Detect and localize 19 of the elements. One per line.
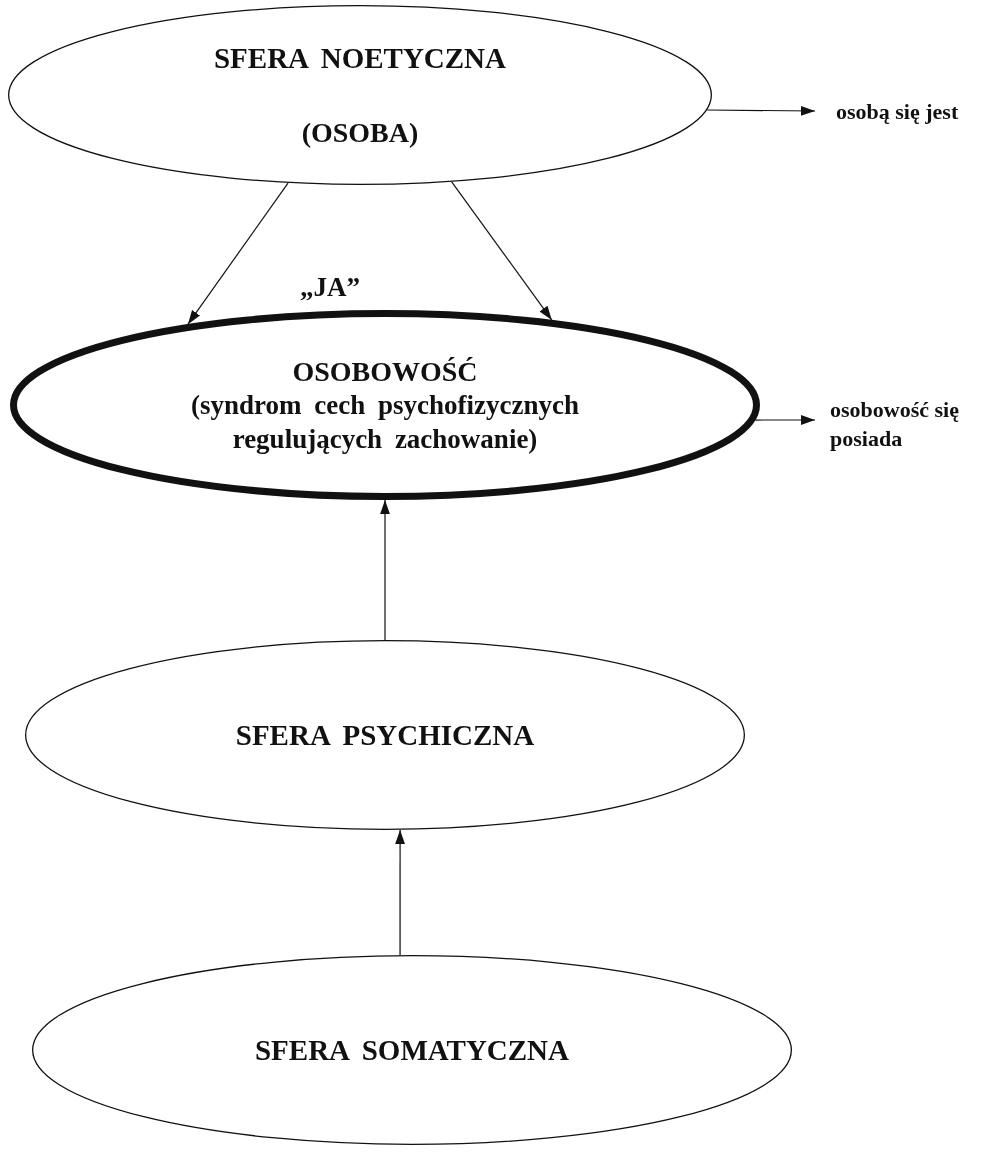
arrow xyxy=(754,415,816,425)
side-note: osobą się jest xyxy=(836,98,976,127)
arrow xyxy=(451,181,553,321)
ellipse-node xyxy=(8,5,712,185)
arrow xyxy=(706,105,816,116)
side-note: osobowość się posiada xyxy=(830,396,980,454)
node-subtitle: (OSOBA) xyxy=(301,115,419,150)
arrow xyxy=(380,499,390,641)
arrow xyxy=(187,182,289,325)
ellipse-node xyxy=(25,640,745,830)
node-title: SFERA SOMATYCZNA xyxy=(255,1032,569,1068)
node-title: SFERA NOETYCZNA xyxy=(214,41,506,77)
arrow xyxy=(395,829,405,956)
ellipse-node xyxy=(10,310,760,500)
node-title: SFERA PSYCHICZNA xyxy=(235,717,535,753)
label: „JA” xyxy=(300,272,360,303)
node-title: OSOBOWOŚĆ xyxy=(292,354,478,389)
ellipse-node xyxy=(32,955,792,1145)
node-subtitle: (syndrom cech psychofizycznych regulujących zachowanie) xyxy=(190,388,580,456)
